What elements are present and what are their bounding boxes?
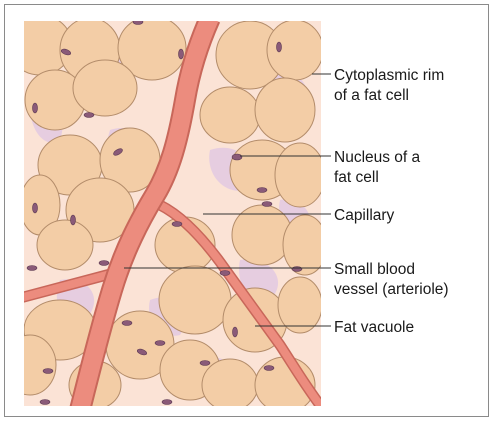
label-cytoplasmic-rim: Cytoplasmic rim of a fat cell (334, 67, 449, 104)
label-small-vessel: Small blood vessel (arteriole) (334, 261, 449, 298)
label-capillary: Capillary (334, 207, 395, 224)
label-fat-vacuole: Fat vacuole (334, 319, 414, 336)
highlighted-nucleus (232, 154, 242, 160)
labels: Cytoplasmic rim of a fat cell Nucleus of… (334, 67, 449, 336)
label-nucleus: Nucleus of a fat cell (334, 149, 424, 186)
